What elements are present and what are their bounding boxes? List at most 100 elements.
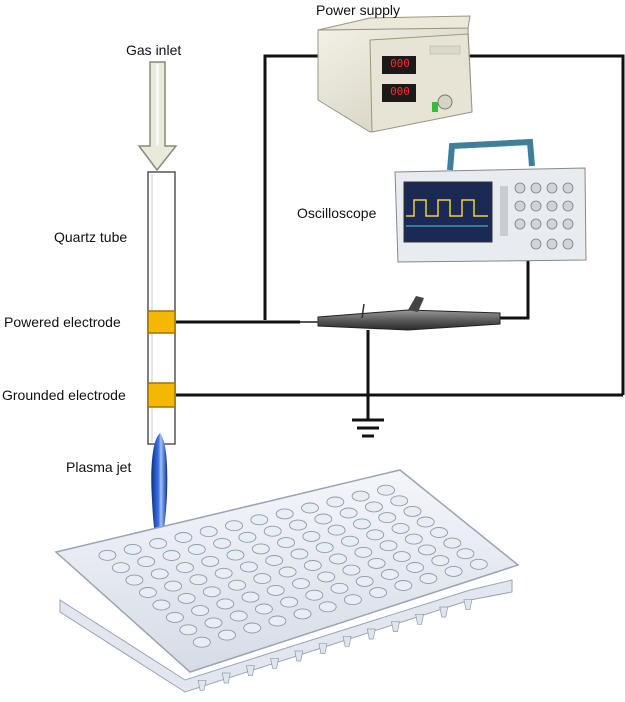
well	[404, 533, 423, 545]
well	[354, 546, 373, 558]
well	[98, 549, 117, 561]
well-grid	[98, 484, 488, 648]
well	[318, 601, 337, 613]
well	[355, 575, 374, 587]
well	[303, 560, 322, 571]
well	[327, 524, 346, 536]
well	[177, 592, 196, 604]
well	[406, 562, 425, 573]
well	[199, 526, 218, 538]
well	[366, 529, 385, 541]
well	[380, 569, 399, 580]
well	[228, 579, 247, 591]
well	[326, 496, 345, 508]
well	[364, 501, 383, 513]
well-tube-tip	[294, 650, 304, 662]
power-supply-unit	[317, 15, 473, 133]
voltage-probe	[300, 296, 501, 331]
well	[392, 551, 411, 563]
well	[266, 584, 285, 596]
well-tube-tip	[318, 643, 328, 655]
well	[239, 561, 258, 573]
well	[369, 587, 388, 599]
well	[293, 608, 312, 620]
well	[377, 484, 395, 496]
well	[391, 522, 410, 534]
well-tubes	[197, 599, 473, 691]
oscilloscope-controls	[514, 182, 574, 250]
well	[225, 520, 243, 532]
well	[218, 629, 236, 641]
well	[278, 566, 297, 578]
power-supply-display-bottom	[382, 84, 416, 102]
well	[149, 538, 168, 549]
power-supply-display-top	[382, 56, 416, 74]
well	[268, 615, 287, 627]
well	[191, 605, 210, 617]
gas-inlet-arrow	[137, 61, 178, 172]
well	[251, 543, 270, 555]
powered-electrode-ring	[147, 310, 176, 334]
well-tube-tip	[342, 635, 352, 647]
well-tube-tip	[245, 665, 255, 677]
well	[302, 530, 321, 542]
well	[192, 636, 211, 648]
ground-symbol	[352, 418, 384, 438]
well	[301, 502, 319, 514]
well	[152, 599, 171, 611]
power-supply-knob	[437, 94, 453, 110]
well-tube-tip	[390, 621, 400, 633]
well	[329, 553, 347, 565]
well-tube-tip	[439, 606, 449, 618]
grounded-electrode-ring	[147, 382, 176, 408]
well	[125, 574, 144, 586]
well	[416, 516, 435, 528]
well	[137, 556, 156, 568]
well	[241, 591, 260, 603]
well	[164, 580, 183, 592]
well	[394, 580, 413, 591]
well	[378, 512, 397, 524]
well	[314, 513, 333, 525]
well	[277, 537, 296, 549]
well	[263, 525, 282, 537]
well	[123, 543, 142, 555]
well-tube-tip	[366, 628, 376, 640]
well	[238, 531, 257, 543]
well	[174, 532, 193, 543]
well	[253, 573, 272, 585]
label-powered-electrode: Powered electrode	[4, 314, 121, 330]
well	[352, 518, 371, 530]
well	[379, 540, 398, 552]
well	[213, 537, 232, 549]
label-power-supply: Power supply	[316, 2, 401, 18]
oscilloscope-unit	[394, 138, 587, 263]
plasma-jet-plume	[151, 433, 168, 556]
well	[254, 603, 273, 615]
well	[351, 490, 370, 502]
label-gas-inlet: Gas inlet	[126, 42, 182, 58]
well-tube-tip	[197, 679, 207, 691]
well-plate	[54, 469, 520, 693]
well	[469, 558, 488, 570]
wire-power-supply-left	[263, 54, 320, 320]
well	[250, 514, 269, 526]
wiring	[176, 54, 625, 420]
label-quartz-tube: Quartz tube	[54, 229, 128, 245]
well-tube-tip	[415, 613, 425, 625]
well	[418, 544, 436, 556]
well	[138, 587, 157, 598]
wire-probe-to-oscilloscope	[500, 248, 530, 320]
well	[202, 586, 221, 598]
well-tube-tip	[463, 599, 473, 611]
well	[315, 542, 334, 554]
well	[390, 495, 409, 507]
well	[419, 573, 438, 584]
well	[187, 544, 206, 555]
power-supply-readout-bottom: 000	[390, 85, 410, 98]
well	[150, 568, 169, 580]
well	[189, 574, 208, 586]
wire-power-supply-right	[468, 54, 625, 395]
